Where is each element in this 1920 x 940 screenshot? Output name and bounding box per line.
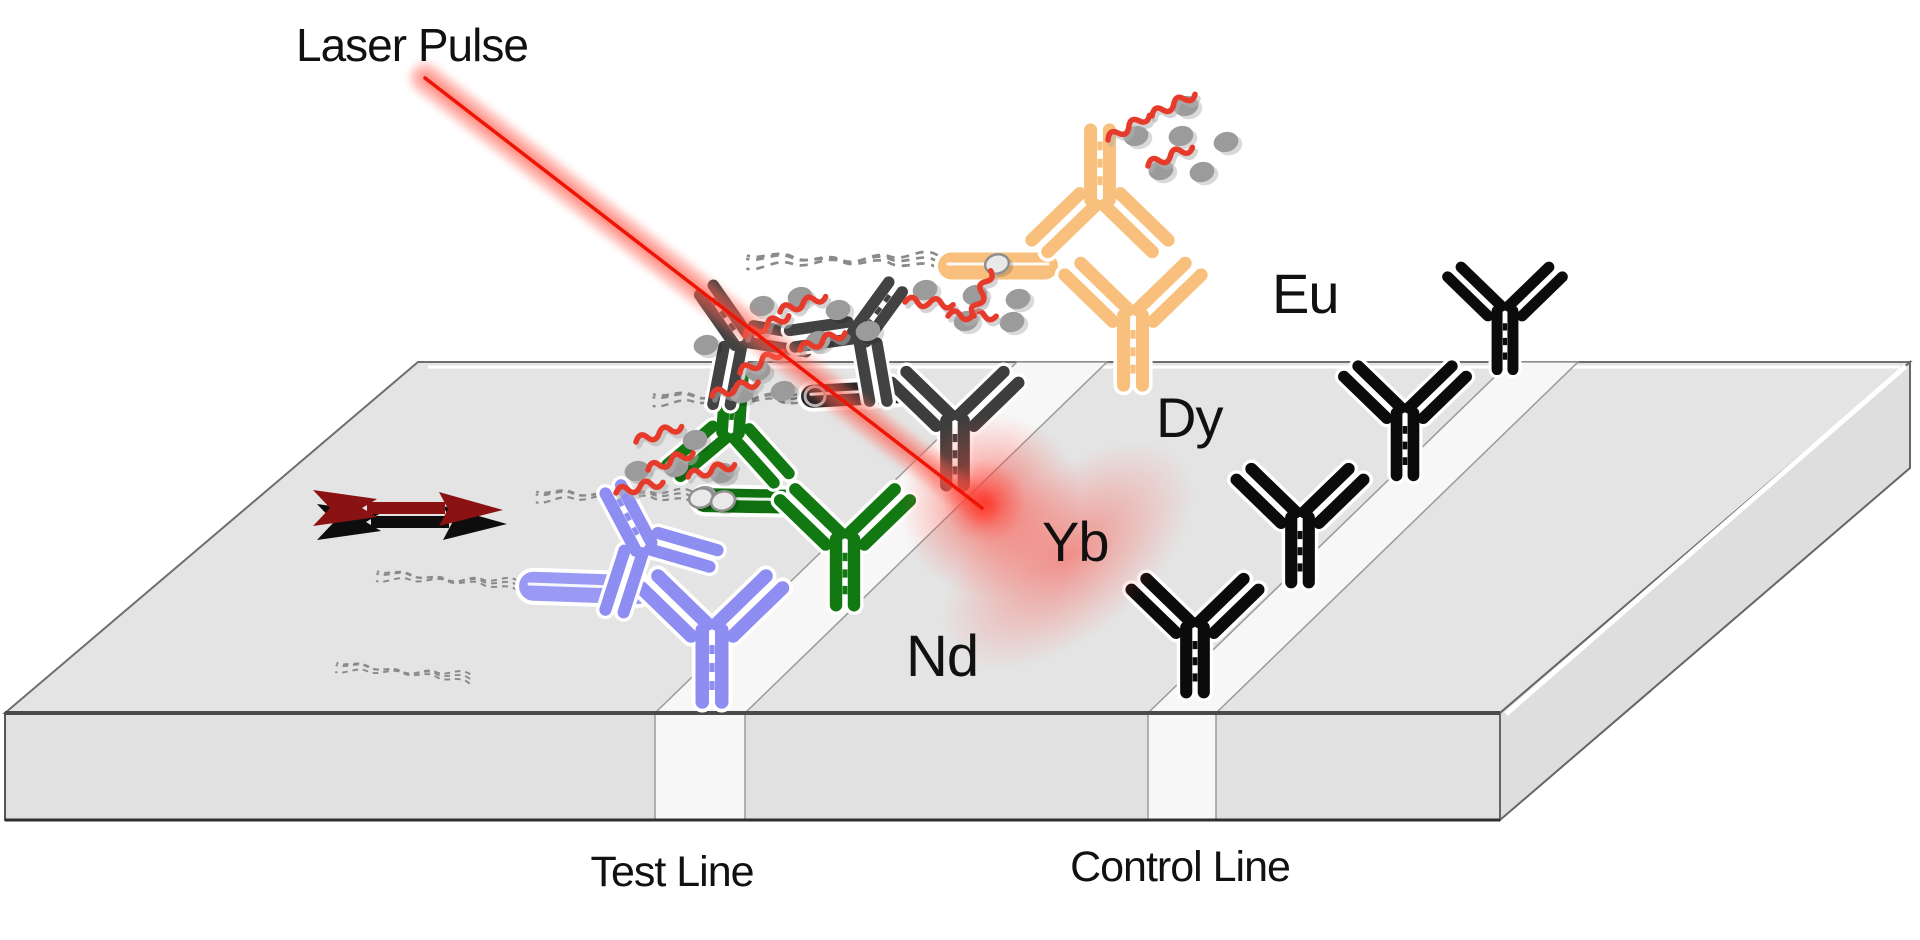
detection-antibody-eu-upper: [1021, 119, 1179, 262]
laser-pulse-label: Laser Pulse: [296, 19, 529, 71]
control-antibody-3: [1334, 357, 1476, 485]
flagella-nd: [375, 570, 519, 592]
ytterbium-label: Yb: [1042, 510, 1109, 573]
detection-antibody-nd: [595, 475, 727, 622]
detection-antibody-eu-lower: [1054, 253, 1212, 396]
dysprosium-label: Dy: [1156, 386, 1223, 449]
control-antibody-1: [1122, 569, 1268, 702]
flow-direction-arrow: [313, 490, 507, 540]
neodymium-label: Nd: [906, 624, 979, 689]
flagella-eu: [745, 250, 940, 271]
control-antibody-2: [1227, 459, 1373, 592]
capture-antibody-nd: [631, 565, 793, 713]
control-antibody-4: [1439, 258, 1571, 379]
europium-label: Eu: [1272, 262, 1339, 325]
laser-beam: [410, 63, 1194, 671]
test-line-label: Test Line: [590, 848, 754, 896]
flagella-nd-2: [334, 661, 471, 685]
control-line-label: Control Line: [1070, 843, 1291, 891]
